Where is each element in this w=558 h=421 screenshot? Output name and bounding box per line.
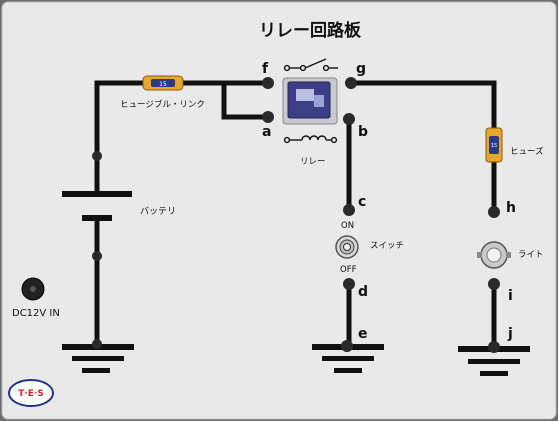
ground-bar-3 — [480, 371, 508, 376]
relay-coil-symbol — [283, 135, 338, 144]
fuse-window — [489, 136, 499, 154]
terminal-battery-top[interactable] — [92, 151, 102, 161]
light-tab-right — [506, 252, 511, 258]
dc-input-jack[interactable] — [21, 277, 45, 301]
switch-on-label: ON — [341, 221, 354, 231]
terminal-battery-bottom[interactable] — [92, 251, 102, 261]
terminal-e[interactable] — [341, 340, 353, 352]
battery-label: バッテリ — [140, 206, 176, 217]
toggle-switch[interactable] — [335, 235, 359, 259]
terminal-label-a: a — [262, 124, 271, 140]
dc-jack-pin — [30, 286, 36, 292]
terminal-j[interactable] — [488, 341, 500, 353]
terminal-b[interactable] — [343, 113, 355, 125]
terminal-ground-left[interactable] — [92, 339, 102, 349]
tes-logo-oval — [8, 379, 54, 407]
ground-bar-2 — [468, 359, 520, 364]
terminal-label-b: b — [358, 124, 368, 140]
tes-logo-text: T·E·S — [18, 389, 44, 399]
terminal-label-f: f — [262, 61, 269, 77]
switch-lever[interactable] — [343, 243, 351, 251]
tes-logo: T·E·S — [8, 379, 54, 407]
terminal-label-j: j — [507, 326, 513, 342]
wire-f-to-a — [221, 80, 271, 120]
terminal-d[interactable] — [343, 278, 355, 290]
battery-plate-long — [62, 191, 132, 197]
board-title: リレー回路板 — [259, 20, 362, 41]
ground-bar-3 — [82, 368, 110, 373]
relay[interactable] — [282, 77, 338, 125]
light-bulb[interactable] — [477, 241, 511, 269]
wire-g-to-fuse — [348, 80, 497, 131]
dc-input-label: DC12V IN — [12, 308, 60, 319]
relay-sticker-2 — [314, 95, 324, 107]
terminal-label-h: h — [506, 200, 516, 216]
ground-bar-2 — [322, 356, 374, 361]
fuse-label: ヒューズ — [510, 146, 544, 157]
switch-label: スイッチ — [370, 241, 404, 251]
light-bulb-glass — [486, 247, 502, 263]
terminal-a[interactable] — [262, 111, 274, 123]
terminals — [92, 77, 500, 353]
battery-plate-short — [82, 215, 112, 221]
fuse[interactable]: 15 — [485, 127, 503, 163]
fuse-rating: 15 — [491, 143, 497, 149]
terminal-label-e: e — [358, 326, 368, 342]
terminal-letters: f a g b c d e h i j — [262, 61, 516, 342]
terminal-h[interactable] — [488, 206, 500, 218]
light-label: ライト — [518, 250, 544, 260]
fusible-link-window — [151, 79, 175, 87]
fusible-link[interactable]: 15 — [142, 75, 184, 91]
terminal-label-c: c — [358, 194, 366, 210]
terminal-i[interactable] — [488, 278, 500, 290]
terminal-label-d: d — [358, 284, 368, 300]
relay-contact-symbol — [283, 58, 338, 72]
terminal-g[interactable] — [345, 77, 357, 89]
terminal-label-g: g — [356, 61, 366, 77]
ground-bar-2 — [72, 356, 124, 361]
terminal-label-i: i — [508, 288, 513, 304]
relay-label: リレー — [300, 157, 326, 167]
fusible-link-rating: 15 — [159, 81, 167, 88]
ground-bar-3 — [334, 368, 362, 373]
relay-sticker — [296, 89, 314, 101]
terminal-c[interactable] — [343, 204, 355, 216]
battery-symbol — [62, 191, 132, 221]
terminal-f[interactable] — [262, 77, 274, 89]
switch-off-label: OFF — [340, 265, 357, 275]
light-tab-left — [477, 252, 482, 258]
wiring — [94, 80, 497, 351]
fusible-link-label: ヒュージブル・リンク — [120, 99, 205, 110]
